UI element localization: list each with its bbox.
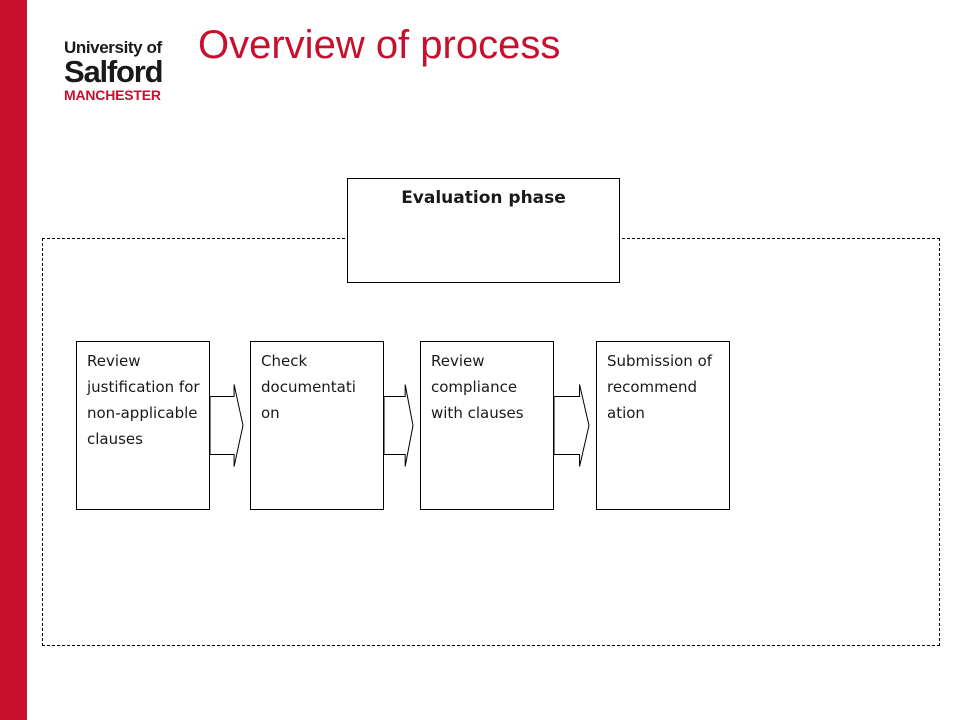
phase-label: Evaluation phase <box>401 188 566 208</box>
phase-box: Evaluation phase <box>347 178 620 283</box>
logo-line-1: University of <box>64 38 162 57</box>
logo-line-3: MANCHESTER <box>64 87 161 103</box>
university-logo: University of Salford MANCHESTER <box>64 38 174 104</box>
process-step-3: Review compliance with clauses <box>420 341 554 510</box>
process-step-4: Submission of recommend ation <box>596 341 730 510</box>
flow-arrow-3 <box>553 384 590 467</box>
process-step-2: Check documentati on <box>250 341 384 510</box>
brand-sidebar <box>0 0 27 720</box>
process-step-1: Review justification for non-applicable … <box>76 341 210 510</box>
slide-title: Overview of process <box>198 23 561 67</box>
logo-line-2: Salford <box>64 54 164 89</box>
flow-arrow-2 <box>383 384 414 467</box>
flow-arrow-1 <box>209 384 244 467</box>
